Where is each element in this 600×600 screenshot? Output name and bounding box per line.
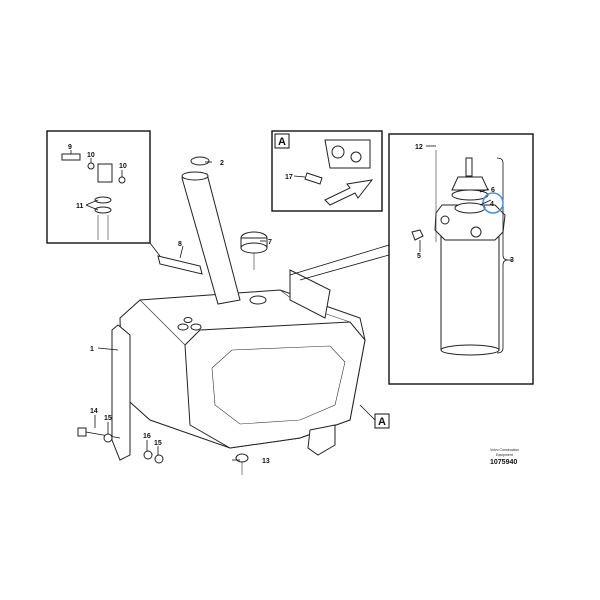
mounting-bracket (111, 324, 131, 461)
company-line-1: Volvo Construction (490, 448, 519, 452)
direction-arrow (324, 179, 374, 206)
part-label-3: 3 (510, 257, 514, 264)
part-label-12: 12 (415, 144, 423, 151)
detail-a-label: A (378, 416, 386, 428)
filler-pipe (181, 156, 241, 305)
part-label-13: 13 (262, 458, 270, 465)
part-label-15b: 15 (154, 440, 162, 447)
company-line-2: Equipment (496, 453, 513, 457)
highlight-circle (482, 192, 504, 214)
cap (240, 231, 268, 270)
part-label-4: 4 (490, 201, 494, 208)
fuel-filter (411, 150, 509, 356)
detail-box-sensor (46, 130, 151, 244)
part-label-11: 11 (76, 203, 84, 210)
part-label-17: 17 (285, 174, 293, 181)
fuel-tank (119, 269, 366, 456)
part-label-16: 16 (143, 433, 151, 440)
part-label-6: 6 (491, 187, 495, 194)
leader-lines (70, 145, 512, 461)
sensor-detail (61, 153, 126, 240)
part-label-14: 14 (90, 408, 98, 415)
detail-a-marker (374, 413, 390, 429)
view-a-label: A (278, 136, 286, 148)
part-label-15a: 15 (104, 415, 112, 422)
bolt-set (77, 427, 164, 464)
part-label-7: 7 (268, 239, 272, 246)
part-label-2: 2 (220, 160, 224, 167)
part-label-5: 5 (417, 253, 421, 260)
part-label-1: 1 (90, 346, 94, 353)
part-label-10a: 10 (87, 152, 95, 159)
part-label-8: 8 (178, 241, 182, 248)
part-label-9: 9 (68, 144, 72, 151)
sensor (157, 255, 203, 275)
view-a-marker (274, 133, 290, 149)
drain-plug (235, 453, 249, 475)
document-number: 1075940 (490, 459, 517, 466)
part-label-10b: 10 (119, 163, 127, 170)
